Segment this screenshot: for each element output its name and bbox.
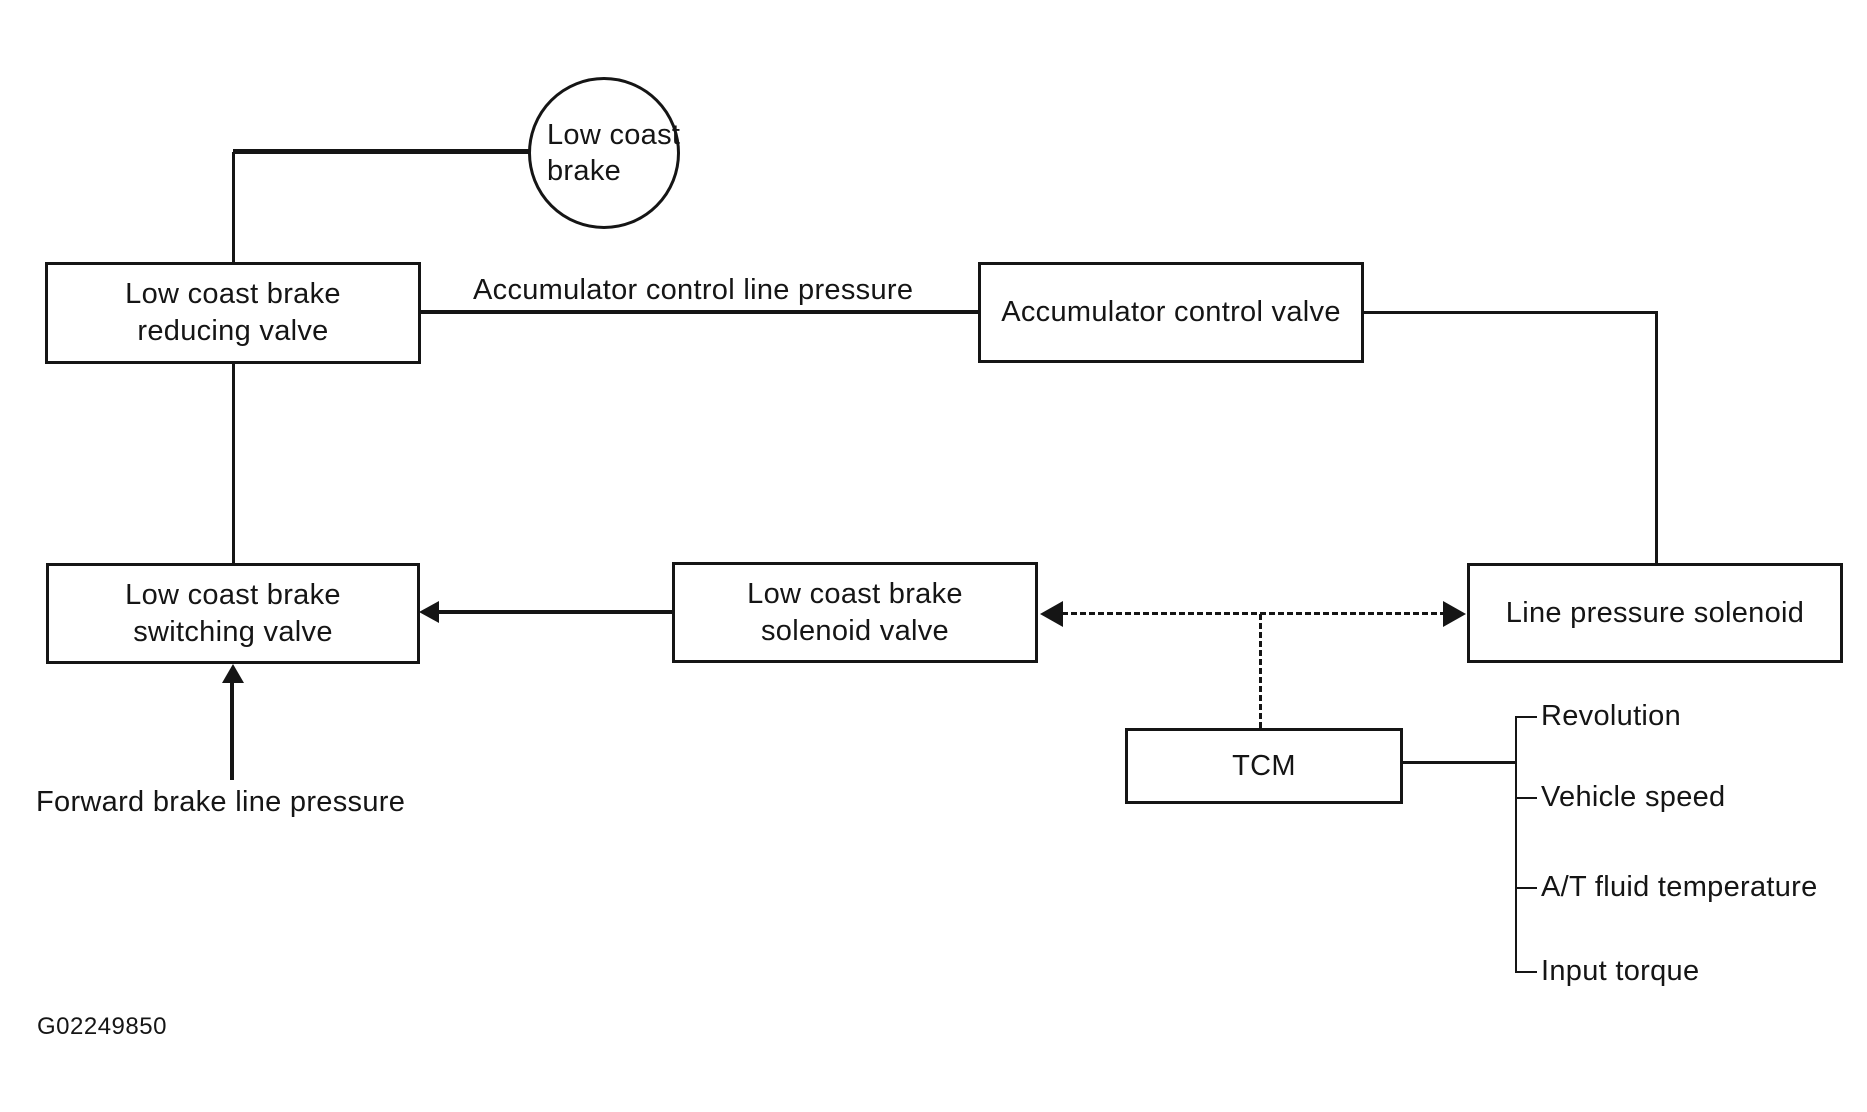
connector-accumulator-control-line	[419, 310, 980, 314]
dashed-arrowhead-left-icon	[1040, 601, 1063, 627]
node-low-coast-brake-reducing-valve: Low coast brake reducing valve	[45, 262, 421, 364]
connector-reducing-to-circle-horizontal	[233, 149, 530, 154]
arrowhead-left-icon	[419, 601, 439, 623]
connector-tcm-to-bracket	[1403, 761, 1516, 764]
connector-accumulator-to-solenoid-vertical	[1655, 311, 1658, 564]
node-tcm: TCM	[1125, 728, 1403, 804]
node-label: Low coast	[547, 119, 681, 151]
input-tick	[1515, 887, 1537, 889]
figure-code-label: G02249850	[37, 1013, 167, 1040]
arrowhead-up-icon	[222, 664, 244, 683]
tcm-input-label-input-torque: Input torque	[1541, 955, 1700, 987]
node-label: Low coast brake	[125, 278, 341, 310]
node-label: solenoid valve	[761, 614, 949, 647]
node-label: Line pressure solenoid	[1505, 596, 1805, 629]
arrow-forward-brake-shaft	[230, 681, 234, 780]
node-accumulator-control-valve: Accumulator control valve	[978, 262, 1364, 363]
node-low-coast-brake: Low coast brake	[528, 77, 680, 229]
node-label: reducing valve	[137, 315, 329, 347]
input-tick	[1515, 797, 1537, 799]
input-tick	[1515, 971, 1537, 973]
dashed-arrowhead-right-icon	[1443, 601, 1466, 627]
node-label: TCM	[1232, 749, 1296, 782]
connector-reducing-to-switching	[232, 362, 235, 564]
forward-brake-label: Forward brake line pressure	[36, 786, 406, 818]
node-label: Low coast brake	[747, 577, 963, 610]
node-label: brake	[547, 155, 622, 187]
node-line-pressure-solenoid: Line pressure solenoid	[1467, 563, 1843, 663]
node-label: switching valve	[133, 615, 333, 648]
input-tick	[1515, 716, 1537, 718]
arrow-solenoid-to-switching-shaft	[437, 610, 673, 614]
inputs-bracket-line	[1515, 716, 1517, 973]
dashed-link-line	[1062, 612, 1446, 615]
accumulator-line-label: Accumulator control line pressure	[473, 274, 914, 306]
node-low-coast-brake-switching-valve: Low coast brake switching valve	[46, 563, 420, 664]
tcm-input-label-at-fluid-temperature: A/T fluid temperature	[1541, 871, 1818, 903]
node-low-coast-brake-solenoid-valve: Low coast brake solenoid valve	[672, 562, 1038, 663]
tcm-input-label-vehicle-speed: Vehicle speed	[1541, 781, 1726, 813]
connector-accumulator-to-solenoid-horizontal	[1362, 311, 1658, 314]
dashed-tcm-branch-line	[1259, 614, 1262, 728]
node-label: Low coast brake	[125, 578, 341, 611]
connector-reducing-to-circle-vertical	[232, 152, 235, 264]
node-label: Accumulator control valve	[1001, 296, 1341, 328]
tcm-input-label-revolution: Revolution	[1541, 700, 1682, 732]
